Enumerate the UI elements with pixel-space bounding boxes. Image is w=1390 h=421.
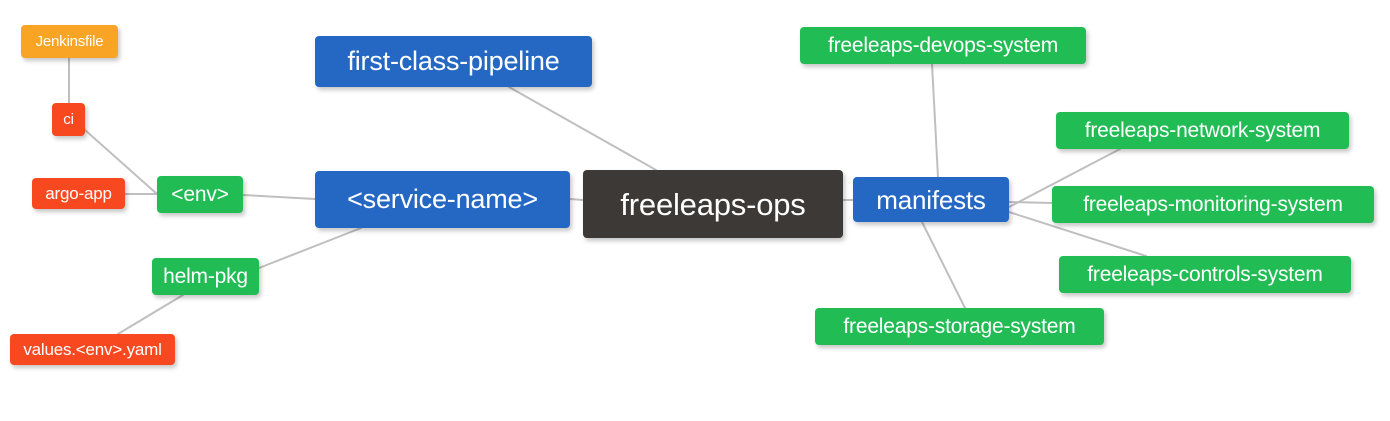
node-label: ci — [63, 111, 74, 128]
edge-values-env-yaml-to-helm-pkg — [117, 294, 184, 335]
node-label: freeleaps-ops — [620, 186, 806, 222]
node-values-env-yaml[interactable]: values.<env>.yaml — [10, 334, 175, 365]
node-freeleaps-devops-system[interactable]: freeleaps-devops-system — [800, 27, 1086, 64]
edge-service-name-to-freeleaps-ops — [569, 198, 584, 201]
node-label: argo-app — [45, 184, 112, 203]
node-first-class-pipeline[interactable]: first-class-pipeline — [315, 36, 592, 87]
node-label: manifests — [876, 184, 986, 215]
node-freeleaps-storage-system[interactable]: freeleaps-storage-system — [815, 308, 1104, 345]
edge-env-to-service-name — [242, 194, 316, 200]
node-freeleaps-monitoring-system[interactable]: freeleaps-monitoring-system — [1052, 186, 1374, 223]
edge-manifests-to-freeleaps-devops-system — [931, 63, 939, 178]
edge-manifests-to-freeleaps-monitoring-system — [1008, 201, 1053, 204]
node-argo-app[interactable]: argo-app — [32, 178, 125, 209]
edge-first-class-pipeline-to-freeleaps-ops — [508, 86, 657, 171]
node-label: Jenkinsfile — [35, 33, 104, 50]
node-freeleaps-ops[interactable]: freeleaps-ops — [583, 170, 843, 238]
node-label: helm-pkg — [163, 265, 248, 288]
node-ci[interactable]: ci — [52, 103, 85, 136]
node-label: freeleaps-devops-system — [828, 34, 1058, 57]
edge-helm-pkg-to-service-name — [258, 227, 362, 269]
node-label: freeleaps-network-system — [1084, 119, 1321, 142]
node-label: values.<env>.yaml — [23, 340, 162, 359]
node-label: freeleaps-storage-system — [843, 315, 1076, 338]
node-helm-pkg[interactable]: helm-pkg — [152, 258, 259, 295]
edge-manifests-to-freeleaps-storage-system — [921, 221, 966, 309]
node-label: freeleaps-monitoring-system — [1083, 193, 1343, 216]
node-label: <env> — [171, 183, 229, 206]
node-label: first-class-pipeline — [347, 46, 560, 76]
node-label: <service-name> — [347, 184, 538, 214]
node-jenkinsfile[interactable]: Jenkinsfile — [21, 25, 118, 58]
node-env[interactable]: <env> — [157, 176, 243, 213]
node-freeleaps-controls-system[interactable]: freeleaps-controls-system — [1059, 256, 1351, 293]
node-service-name[interactable]: <service-name> — [315, 171, 570, 228]
node-freeleaps-network-system[interactable]: freeleaps-network-system — [1056, 112, 1349, 149]
node-label: freeleaps-controls-system — [1087, 263, 1323, 286]
node-manifests[interactable]: manifests — [853, 177, 1009, 222]
